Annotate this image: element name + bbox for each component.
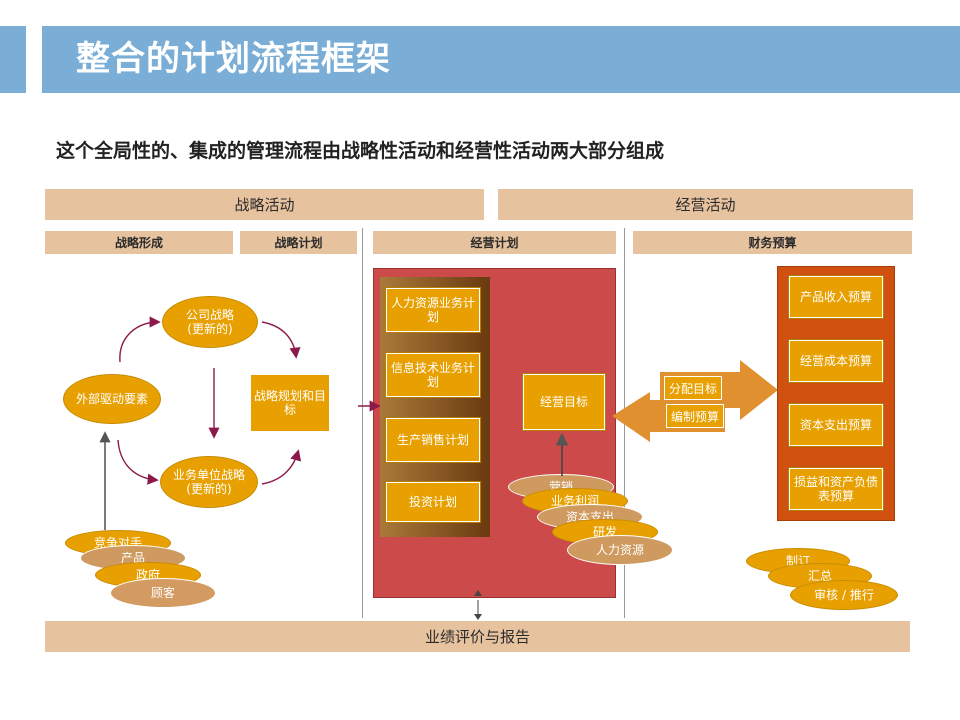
plan-item: 生产销售计划 (385, 417, 481, 463)
external-drivers-node: 外部驱动要素 (63, 374, 161, 424)
header-accent (0, 26, 26, 93)
compile-budget-label: 编制预算 (666, 404, 724, 428)
bu-strategy-node: 业务单位战略(更新的) (160, 456, 258, 508)
allocate-target-label: 分配目标 (664, 376, 722, 400)
band-operations: 经营活动 (498, 189, 913, 220)
band-strategy-formation: 战略形成 (45, 231, 233, 254)
operating-target-box: 经营目标 (522, 373, 606, 431)
budget-item: 产品收入预算 (788, 275, 884, 319)
page-subtitle: 这个全局性的、集成的管理流程由战略性活动和经营性活动两大部分组成 (56, 140, 665, 162)
band-strategy: 战略活动 (45, 189, 484, 220)
budget-item: 资本支出预算 (788, 403, 884, 447)
strategy-plan-box: 战略规划和目标 (250, 374, 330, 432)
plan-item: 信息技术业务计划 (385, 352, 481, 398)
corporate-strategy-node: 公司战略(更新的) (162, 296, 258, 348)
budget-item: 损益和资产负债表预算 (788, 467, 884, 511)
band-strategy-plan: 战略计划 (240, 231, 357, 254)
divider-left (362, 228, 363, 618)
band-financial-budget: 财务预算 (633, 231, 912, 254)
budget-item: 经营成本预算 (788, 339, 884, 383)
budget-step: 审核 / 推行 (790, 580, 898, 610)
band-operating-plan: 经营计划 (373, 231, 616, 254)
band-performance: 业绩评价与报告 (45, 621, 910, 652)
driver-item: 顾客 (110, 578, 216, 608)
operating-input: 人力资源 (567, 535, 673, 565)
plan-item: 人力资源业务计划 (385, 287, 481, 333)
plan-item: 投资计划 (385, 481, 481, 523)
page-title: 整合的计划流程框架 (42, 26, 960, 93)
